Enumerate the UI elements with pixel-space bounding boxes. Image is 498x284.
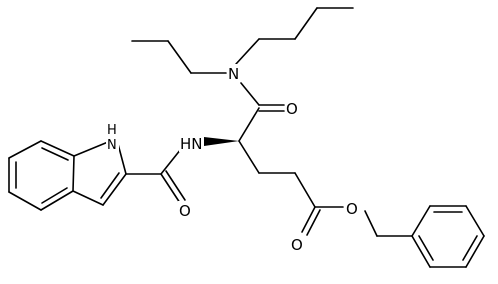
bond bbox=[306, 209, 321, 236]
label-mask bbox=[106, 121, 118, 136]
wedge-bond bbox=[204, 137, 239, 146]
oxygen-ester-carbonyl-label: O bbox=[291, 236, 303, 254]
indole-ring bbox=[8, 140, 127, 211]
bond bbox=[8, 140, 42, 159]
alpha-carbon bbox=[204, 137, 260, 174]
benzyl-phenyl-ring bbox=[411, 205, 485, 268]
propyl-chain-upper bbox=[235, 7, 354, 65]
bond bbox=[240, 82, 260, 106]
bond bbox=[364, 210, 378, 237]
bond bbox=[72, 190, 104, 206]
oxygen-ester-ether-label: O bbox=[346, 200, 358, 218]
bond bbox=[41, 187, 68, 204]
oxygen-amide-label: O bbox=[286, 100, 298, 118]
label-mask bbox=[179, 134, 204, 152]
label-mask bbox=[290, 235, 304, 253]
label-mask bbox=[285, 99, 299, 117]
bond bbox=[294, 172, 316, 208]
amide-top bbox=[238, 82, 285, 142]
bond bbox=[462, 235, 478, 261]
bond bbox=[160, 148, 182, 175]
bond bbox=[294, 7, 318, 40]
bond bbox=[73, 141, 109, 157]
indole-amide bbox=[125, 148, 186, 204]
propyl-chain-lower bbox=[131, 40, 227, 74]
bond bbox=[418, 235, 434, 261]
oxygen-indole-carbonyl-label: O bbox=[179, 202, 191, 220]
label-mask bbox=[345, 199, 359, 217]
bond bbox=[238, 140, 260, 174]
bond bbox=[301, 206, 316, 233]
bond bbox=[117, 143, 127, 175]
bond bbox=[235, 38, 260, 65]
bond bbox=[8, 191, 42, 211]
bond bbox=[465, 205, 485, 237]
bond bbox=[165, 170, 186, 201]
label-mask bbox=[178, 201, 192, 219]
bond bbox=[72, 155, 75, 192]
bond bbox=[411, 235, 431, 268]
atom-labels: N O HN O H N O O bbox=[106, 64, 359, 254]
bond bbox=[102, 173, 127, 206]
bond bbox=[167, 40, 192, 74]
bond bbox=[160, 173, 181, 204]
ester-chain bbox=[258, 172, 413, 237]
label-mask bbox=[227, 64, 241, 82]
bond bbox=[41, 147, 69, 161]
indole-n-label: N bbox=[107, 138, 117, 153]
bond bbox=[40, 140, 75, 157]
nh-amide-label: HN bbox=[180, 135, 203, 153]
bond bbox=[100, 172, 120, 199]
indole-h-label: H bbox=[107, 123, 117, 138]
bond bbox=[465, 235, 485, 268]
nitrogen-amide-label: N bbox=[228, 65, 239, 83]
bond bbox=[411, 205, 431, 237]
bond bbox=[40, 190, 74, 211]
label-mask bbox=[106, 136, 119, 152]
bond bbox=[238, 107, 260, 142]
